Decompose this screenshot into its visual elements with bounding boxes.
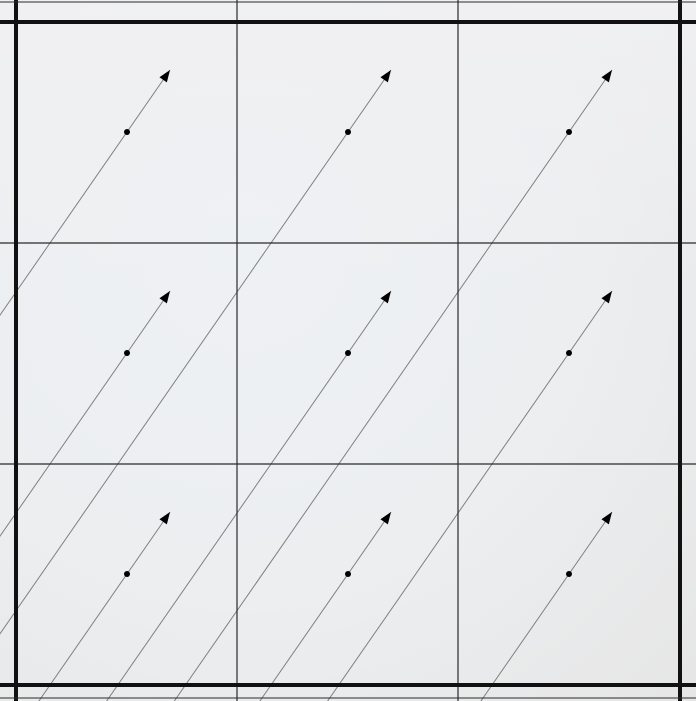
ray-line-r2c1 [259, 511, 392, 701]
arrowhead-icon-r1c0 [159, 291, 170, 304]
ray-line-r1c1 [106, 290, 392, 701]
ray-line-r1c2 [327, 290, 613, 701]
ray-origin-dot-r1c2 [566, 350, 572, 356]
ray-origin-dot-r2c0 [124, 571, 130, 577]
arrowhead-icon-r1c1 [380, 291, 391, 304]
ray-origin-dot-r0c0 [124, 129, 130, 135]
ray-line-r0c1 [0, 69, 392, 635]
ray-origin-dot-r1c1 [345, 350, 351, 356]
ray-origin-dot-r2c1 [345, 571, 351, 577]
arrowhead-icon-r2c0 [159, 512, 170, 525]
arrowhead-icon-r0c2 [601, 70, 612, 83]
ray-origin-dot-r2c2 [566, 571, 572, 577]
ray-line-r1c0 [0, 290, 171, 537]
ray-origin-dot-r0c2 [566, 129, 572, 135]
arrowhead-icon-r1c2 [601, 291, 612, 304]
arrowhead-icon-r2c2 [601, 512, 612, 525]
ray-marks [124, 70, 612, 577]
ray-line-r0c2 [173, 69, 613, 701]
arrowhead-icon-r0c1 [380, 70, 391, 83]
ray-origin-dot-r1c0 [124, 350, 130, 356]
ray-line-r0c0 [0, 69, 171, 316]
ray-line-r2c0 [38, 511, 171, 701]
ray-layer [0, 69, 613, 701]
arrowhead-icon-r0c0 [159, 70, 170, 83]
arrowhead-icon-r2c1 [380, 512, 391, 525]
ray-origin-dot-r0c1 [345, 129, 351, 135]
ray-line-r2c2 [480, 511, 613, 701]
